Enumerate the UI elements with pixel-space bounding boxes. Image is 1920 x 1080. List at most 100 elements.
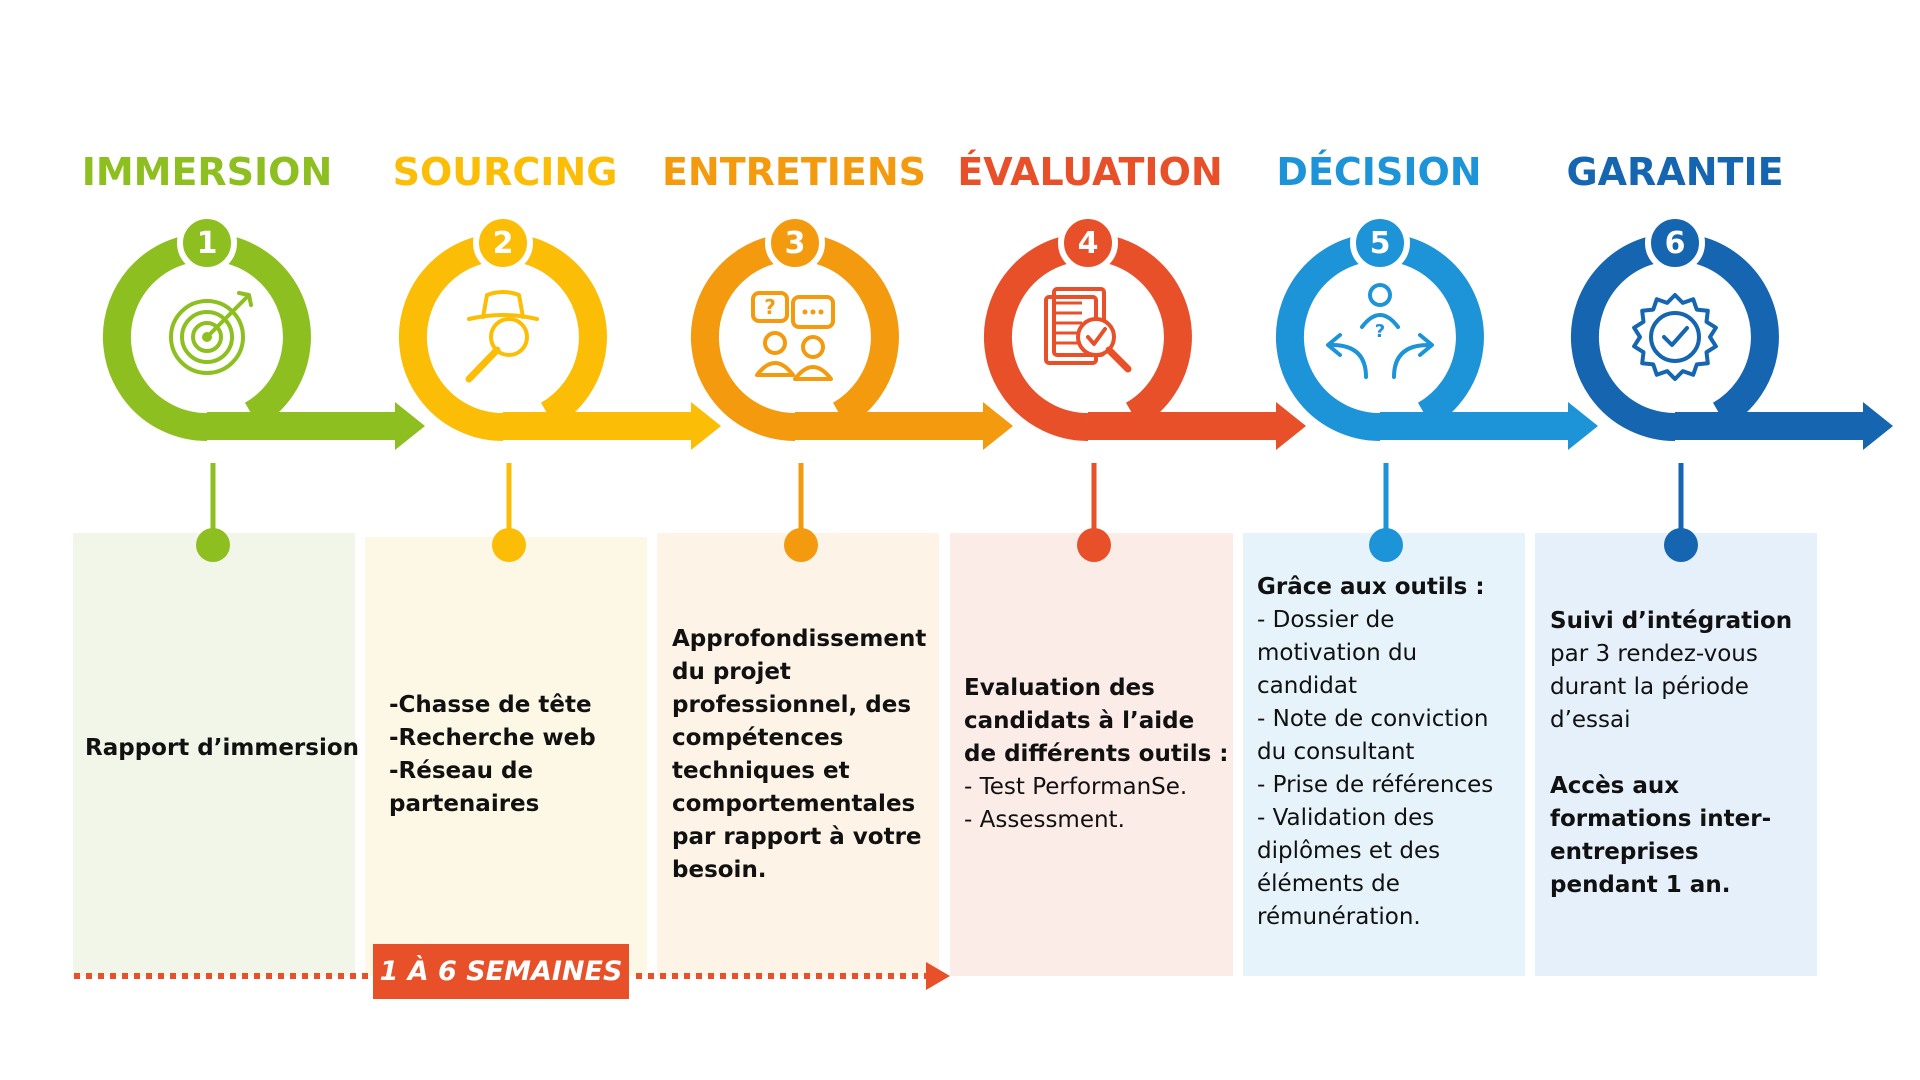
description-line: - Validation des [1257, 805, 1435, 831]
description-line: du consultant [1257, 739, 1415, 765]
description-line: besoin. [672, 857, 767, 883]
decision-paths-icon: ? [1326, 283, 1434, 379]
step-title-decision: DÉCISION [1276, 150, 1482, 194]
description-line: Approfondissement [672, 626, 927, 652]
step-ring [1570, 233, 1779, 441]
target-icon [169, 291, 253, 375]
step-connector-dot [1664, 528, 1698, 562]
step-number-badge [177, 213, 237, 273]
step-card-decision: Grâce aux outils : - Dossier de motivation… [1243, 533, 1525, 976]
step-3-graphic: 3? [690, 213, 1013, 562]
duration-arrow-head [926, 962, 950, 990]
duration-line [74, 962, 950, 990]
step-arrow-head [1276, 402, 1306, 450]
step-6-graphic: 6 [1570, 213, 1893, 562]
description-line: éléments de [1257, 871, 1400, 897]
step-arrow-head [1568, 402, 1598, 450]
description-line: -Réseau de [389, 758, 534, 784]
interview-chat-icon: ? [751, 291, 835, 381]
description-line: durant la période [1550, 674, 1749, 700]
detective-magnifier-icon [465, 290, 539, 383]
step-ring [398, 233, 607, 441]
description-line: pendant 1 an. [1550, 872, 1731, 898]
description-line: comportementales [672, 791, 916, 817]
description-line: -Recherche web [389, 725, 596, 751]
description-line: entreprises [1550, 839, 1699, 865]
step-number: 1 [197, 226, 218, 261]
step-description: Rapport d’immersion [85, 732, 360, 765]
step-2-graphic: 2 [398, 213, 721, 562]
step-arrow-head [395, 402, 425, 450]
description-line: Evaluation des [964, 675, 1155, 701]
step-title-immersion: IMMERSION [81, 150, 333, 194]
description-line: compétences [672, 725, 844, 751]
description-line: -Chasse de tête [389, 692, 592, 718]
step-connector-dot [1077, 528, 1111, 562]
step-number: 4 [1078, 226, 1099, 261]
step-description: Evaluation des candidats à l’aide de diffé… [964, 672, 1229, 837]
step-connector-dot [1369, 528, 1403, 562]
verified-badge-icon [1632, 293, 1718, 381]
description-line: du projet [672, 659, 791, 685]
step-arrow-head [691, 402, 721, 450]
description-line: Grâce aux outils : [1257, 574, 1485, 600]
svg-text:?: ? [1375, 321, 1385, 342]
description-line: - Assessment. [964, 807, 1125, 833]
step-card-evaluation: Evaluation des candidats à l’aide de diffé… [950, 533, 1233, 976]
step-4-graphic: 4 [983, 213, 1306, 562]
description-line: d’essai [1550, 707, 1631, 733]
step-number: 5 [1370, 226, 1391, 261]
step-number-badge [1645, 213, 1705, 273]
description-line: - Note de conviction [1257, 706, 1489, 732]
step-card-immersion: Rapport d’immersion [73, 533, 360, 976]
step-title-sourcing: SOURCING [392, 150, 618, 194]
description-line: partenaires [389, 791, 540, 817]
description-line: de différents outils : [964, 741, 1229, 767]
step-connector-dot [492, 528, 526, 562]
description-line: candidats à l’aide [964, 708, 1195, 734]
description-line: - Prise de références [1257, 772, 1494, 798]
description-line: motivation du [1257, 640, 1418, 666]
duration-badge: 1 À 6 SEMAINES [373, 944, 629, 999]
step-1-graphic: 1 [102, 213, 425, 562]
step-card-entretiens: Approfondissement du projet professionnel,… [657, 533, 939, 976]
description-line: - Dossier de [1257, 607, 1395, 633]
step-number-badge [1058, 213, 1118, 273]
description-line: Accès aux [1550, 773, 1680, 799]
description-line: professionnel, des [672, 692, 912, 718]
description-line: par rapport à votre [672, 824, 922, 850]
description-line: par 3 rendez-vous [1550, 641, 1758, 667]
description-line: diplômes et des [1257, 838, 1441, 864]
description-line: formations inter- [1550, 806, 1772, 832]
step-connector-dot [784, 528, 818, 562]
step-card-sourcing: -Chasse de tête -Recherche web -Réseau de p… [365, 537, 647, 976]
step-number-badge [473, 213, 533, 273]
description-line: rémunération. [1257, 904, 1421, 930]
description-line: Suivi d’intégration [1550, 608, 1793, 634]
step-description: Suivi d’intégration par 3 rendez-vous dura… [1550, 605, 1809, 902]
description-line: techniques et [672, 758, 850, 784]
step-number-badge [1350, 213, 1410, 273]
description-line: Rapport d’immersion [85, 735, 360, 761]
step-description: -Chasse de tête -Recherche web -Réseau de p… [389, 689, 639, 821]
step-title-entretiens: ENTRETIENS [661, 150, 927, 194]
step-title-evaluation: ÉVALUATION [957, 150, 1223, 194]
svg-text:?: ? [764, 295, 776, 319]
step-description: Approfondissement du projet professionnel,… [672, 623, 931, 887]
step-number-badge [765, 213, 825, 273]
step-arrow-head [1863, 402, 1893, 450]
document-search-icon [1044, 287, 1132, 373]
step-arrow-head [983, 402, 1013, 450]
step-connector-dot [196, 528, 230, 562]
step-number: 6 [1665, 226, 1686, 261]
description-line: candidat [1257, 673, 1358, 699]
step-5-graphic: 5? [1275, 213, 1598, 562]
step-number: 2 [493, 226, 514, 261]
step-ring [690, 233, 899, 441]
step-card-garantie: Suivi d’intégration par 3 rendez-vous dura… [1535, 533, 1817, 976]
description-line: - Test PerformanSe. [964, 774, 1188, 800]
step-title-garantie: GARANTIE [1566, 150, 1784, 194]
step-description: Grâce aux outils : - Dossier de motivation… [1257, 571, 1517, 934]
step-number: 3 [785, 226, 806, 261]
